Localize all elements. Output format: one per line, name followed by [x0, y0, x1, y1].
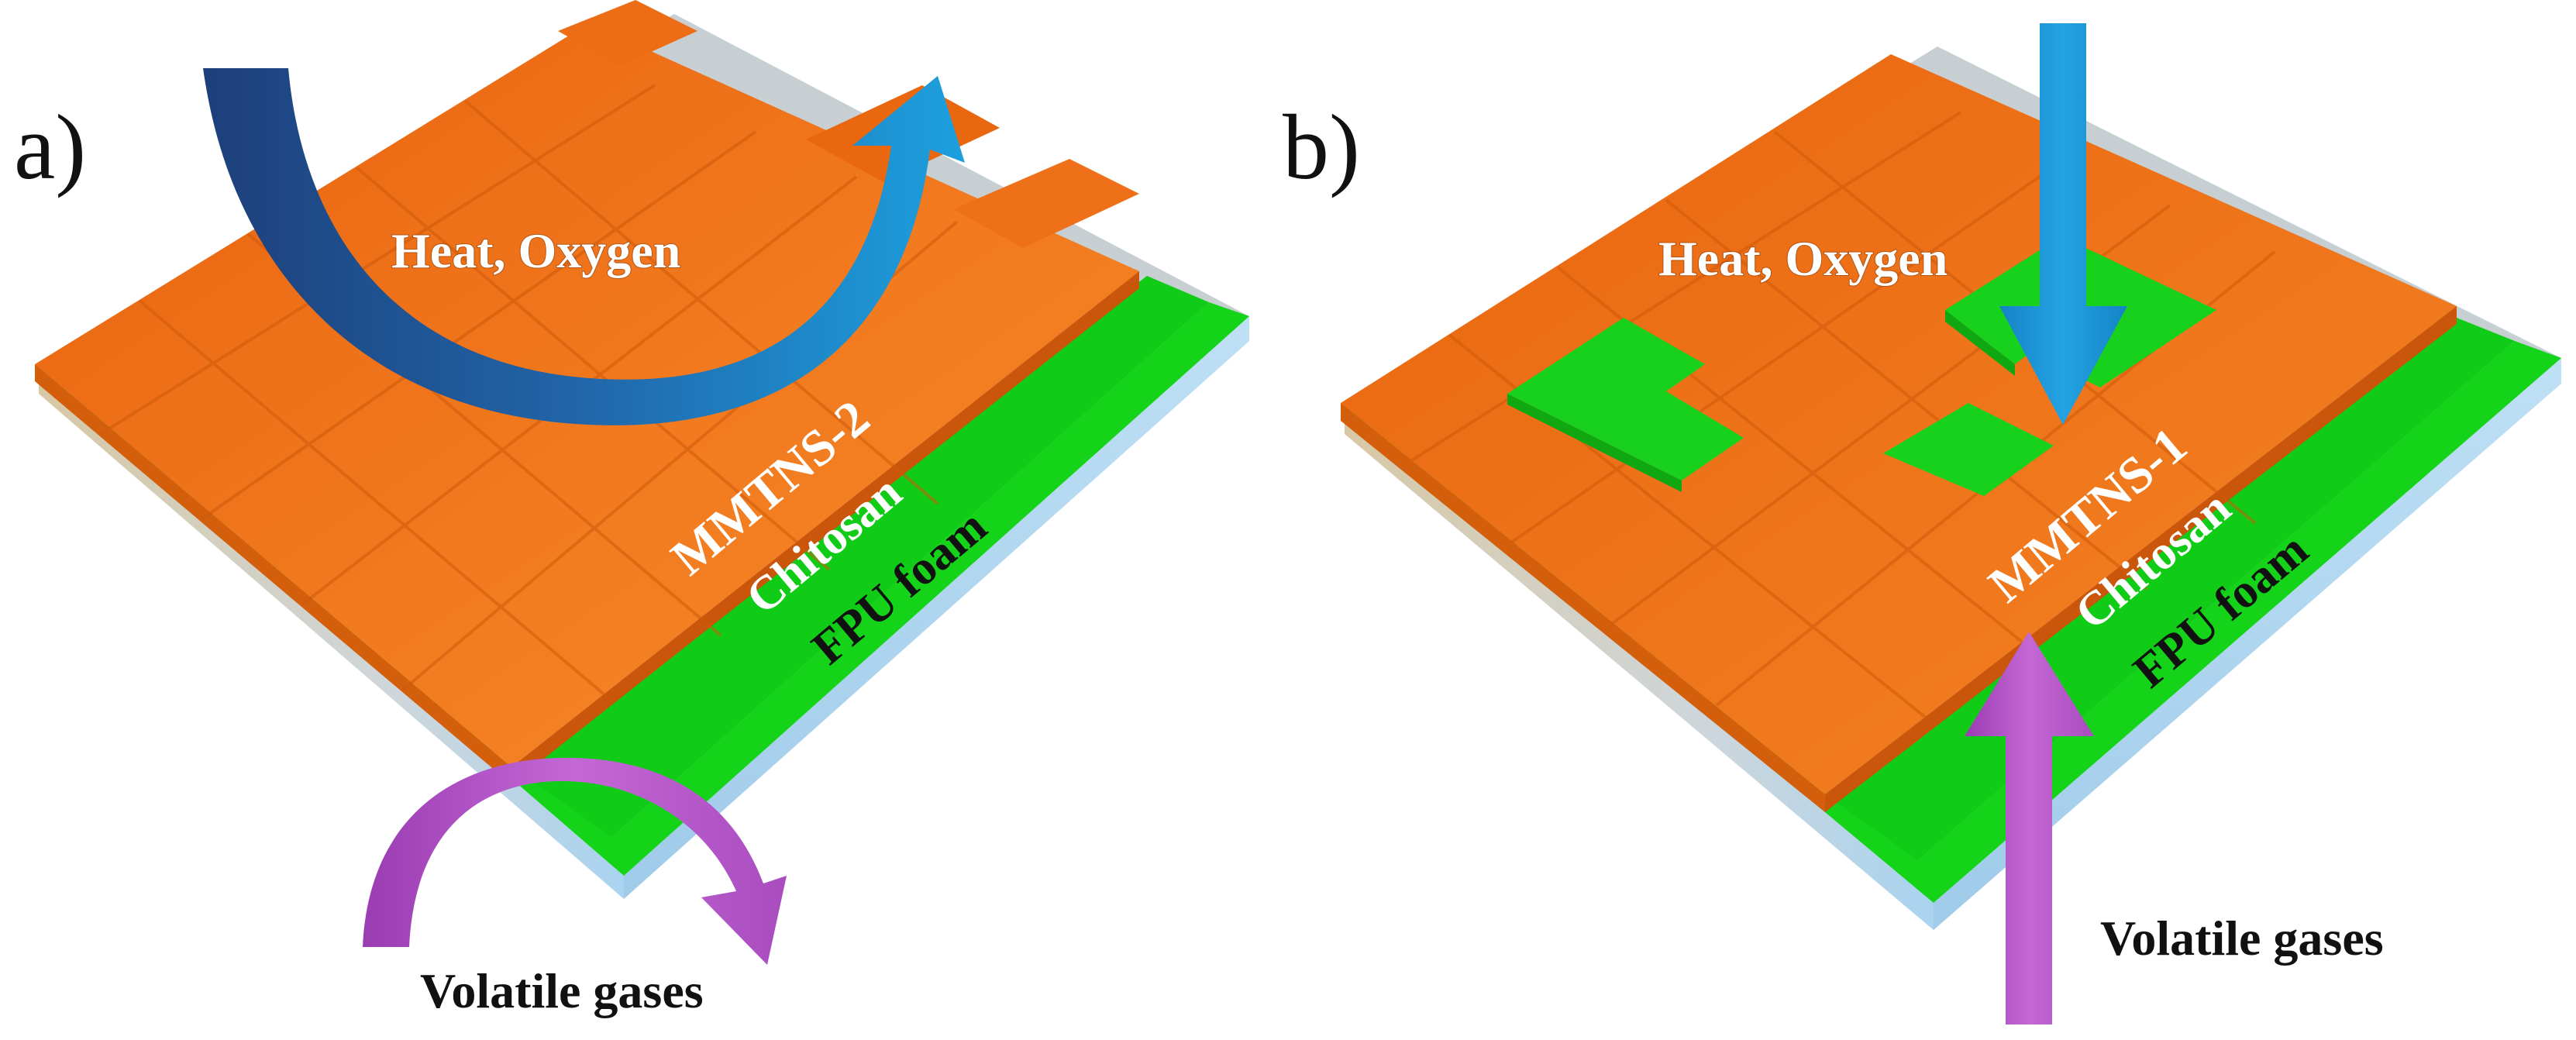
chitosan-layer [39, 276, 1249, 876]
volatile-gases-arrow [363, 757, 787, 965]
mmtns-layer [1341, 54, 2457, 812]
heat-oxygen-arrow [1999, 23, 2127, 425]
gap-hole [1507, 318, 1744, 480]
panel-letter: a) [14, 95, 86, 198]
volatile-gases-label: Volatile gases [2100, 911, 2384, 966]
volatile-gases-label: Volatile gases [420, 963, 704, 1018]
volatile-gases-arrow [1965, 632, 2094, 1025]
panel-a: a) [14, 0, 1249, 1018]
panel-letter: b) [1283, 95, 1360, 198]
heat-oxygen-label: Heat, Oxygen [391, 223, 680, 278]
heat-oxygen-label: Heat, Oxygen [1658, 231, 1947, 286]
heat-oxygen-arrow [203, 68, 965, 425]
panel-b: b) [1283, 23, 2561, 1025]
gap-hole [1883, 403, 2054, 496]
